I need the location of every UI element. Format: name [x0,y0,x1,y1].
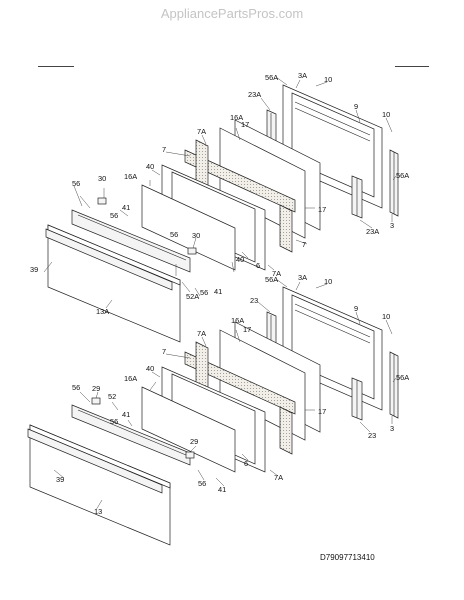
part-label: 17 [318,205,326,214]
part-label: 56A [265,73,278,82]
lower-clip-right [185,451,195,459]
part-label: 40 [236,255,244,264]
title-rule-left [38,66,74,67]
part-label: 3A [298,273,307,282]
lower-insulation-top [184,351,296,415]
lower-door-assembly [27,278,399,546]
lower-clip-left [91,397,101,405]
part-label: 40 [146,162,154,171]
part-label: 7 [162,145,166,154]
upper-handle [45,228,173,291]
part-label: 56 [72,383,80,392]
part-label: 56A [396,171,409,180]
upper-clip-left [97,197,107,205]
part-label: 13 [94,507,102,516]
upper-part-labels: 3A 56A 10 23A 9 17 16A 7A 7 10 40 30 16A… [30,71,409,316]
part-label: 9 [354,102,358,111]
part-label: 56 [200,288,208,297]
part-label: 9 [354,304,358,313]
part-label: 40 [146,364,154,373]
part-label: 17 [241,120,249,129]
watermark: AppliancePartsPros.com [160,6,304,21]
part-label: 23 [368,431,376,440]
part-label: 17 [318,407,326,416]
part-label: 29 [190,437,198,446]
part-label: 52 [108,392,116,401]
part-label: 39 [30,265,38,274]
part-label: 7 [162,347,166,356]
lower-insulation-right [279,406,293,455]
part-label: 6 [244,459,248,468]
part-label: 41 [122,410,130,419]
part-label: 56A [265,275,278,284]
part-label: 52A [186,292,199,301]
part-label: 10 [382,110,390,119]
diagram-code: D79097713410 [320,553,375,562]
lower-handle [27,428,163,494]
part-label: 30 [98,174,106,183]
part-label: 56 [110,211,118,220]
upper-insulation-right [279,204,293,253]
part-label: 56 [72,179,80,188]
part-label: 3A [298,71,307,80]
part-label: 56A [396,373,409,382]
part-label: 30 [192,231,200,240]
part-label: 23A [366,227,379,236]
part-label: 16A [124,172,137,181]
part-label: 10 [324,75,332,84]
part-label: 7 [302,240,306,249]
part-label: 17 [243,325,251,334]
part-label: 16A [230,113,243,122]
part-label: 3 [390,424,394,433]
part-label: 56 [198,479,206,488]
part-label: 56 [170,230,178,239]
part-label: 23A [248,90,261,99]
title-rule-right [395,66,429,67]
part-label: 29 [92,384,100,393]
part-label: 7A [274,473,283,482]
lower-part-labels: 3A 56A 10 23 9 16A 17 7A 7 10 40 16A 56 … [56,273,409,516]
part-label: 16A [231,316,244,325]
lower-inner-glass [141,386,236,473]
part-label: 7A [272,269,281,278]
part-label: 56 [110,417,118,426]
upper-insulation-top [184,149,296,213]
upper-inner-glass [141,184,236,271]
upper-clip-right [187,247,197,255]
part-label: 39 [56,475,64,484]
part-label: 41 [214,287,222,296]
part-label: 10 [324,277,332,286]
part-label: 41 [122,203,130,212]
part-label: 10 [382,312,390,321]
part-label: 6 [256,261,260,270]
upper-vent-panel [71,209,191,273]
upper-door-assembly [43,76,399,343]
part-label: 16A [124,374,137,383]
part-label: 13A [96,307,109,316]
part-label: 7A [197,127,206,136]
part-label: 41 [218,485,226,494]
part-label: 23 [250,296,258,305]
part-label: 3 [390,221,394,230]
part-label: 7A [197,329,206,338]
